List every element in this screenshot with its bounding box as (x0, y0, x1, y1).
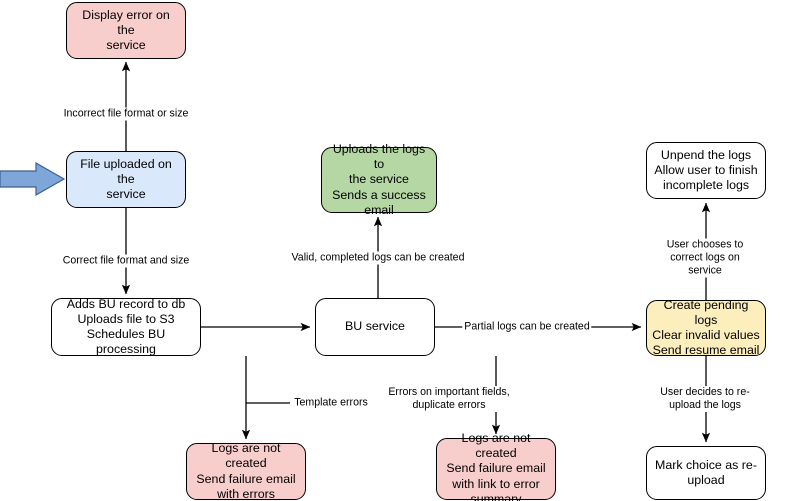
edge-label-partial-logs: Partial logs can be created (462, 320, 592, 334)
node-bu-service[interactable]: BU service (315, 298, 435, 356)
node-mark-choice-as-reupload[interactable]: Mark choice as re- upload (646, 446, 766, 500)
edge-label-valid-completed-logs: Valid, completed logs can be created (289, 251, 467, 265)
edge-label-correct-file-format: Correct file format and size (60, 254, 192, 268)
node-display-error[interactable]: Display error on the service (66, 2, 186, 59)
node-unpend-logs[interactable]: Unpend the logs Allow user to finish inc… (646, 142, 766, 199)
edge-label-user-chooses-correct-logs: User chooses to correct logs on service (657, 238, 753, 278)
node-logs-not-created-with-link[interactable]: Logs are not created Send failure email … (436, 431, 556, 501)
node-file-uploaded-on-service[interactable]: File uploaded on the service (66, 151, 186, 208)
edge-label-incorrect-file-format: Incorrect file format or size (61, 107, 191, 121)
edge-label-user-decides-reupload: User decides to re-upload the logs (657, 386, 753, 412)
node-uploads-logs-success[interactable]: Uploads the logs to the service Sends a … (321, 142, 437, 217)
node-create-pending-logs[interactable]: Create pending logs Clear invalid values… (646, 298, 766, 357)
edge-label-errors-important-fields: Errors on important fields, duplicate er… (386, 386, 512, 412)
node-adds-bu-record[interactable]: Adds BU record to db Uploads file to S3 … (51, 297, 201, 356)
edge-label-template-errors: Template errors (292, 396, 370, 410)
node-logs-not-created-with-errors[interactable]: Logs are not created Send failure email … (186, 441, 306, 501)
start-arrow-icon (0, 161, 66, 197)
